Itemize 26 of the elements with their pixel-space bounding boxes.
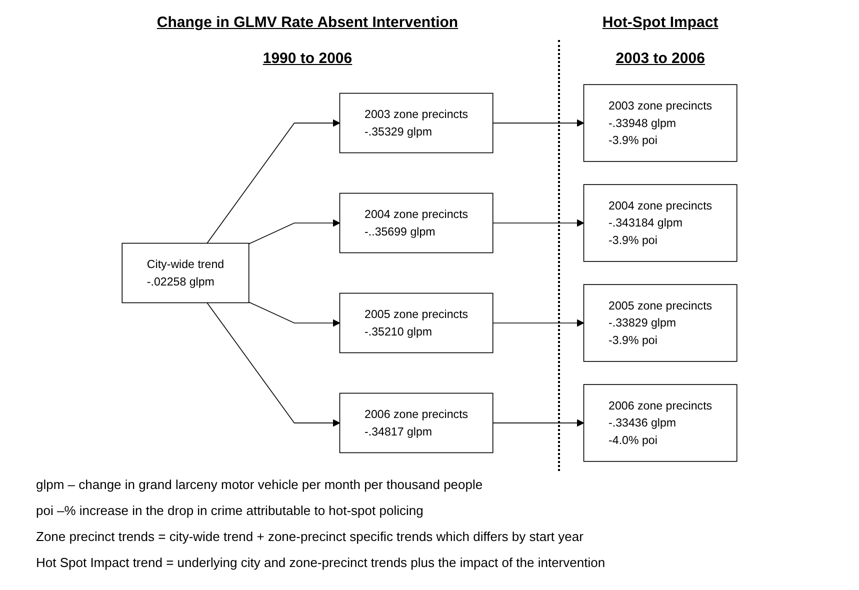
footnote: glpm – change in grand larceny motor vehicle per month per thousand people — [36, 477, 484, 492]
flowchart-diagram: City-wide trend -.02258 glpm 2003 zone precincts -.35329 glpm 2004 zone precincts -..35699 glpm 2005 zone precincts -.35210 glpm 2006 zone precincts -.34817 glpm 2003 zone precincts -.33948 glpm -3.9% poi 2004 zone precincts -.343184 glpm -3.9% poi 2005 zone precincts -.33829 glpm -3.9% poi 2006 zone precincts -.33436 glpm -4.0% poi — [0, 78, 859, 468]
node-box — [339, 92, 494, 154]
node-box — [122, 242, 250, 304]
arrow — [248, 219, 340, 244]
section-heading: Change in GLMV Rate Absent Intervention — [156, 14, 458, 31]
arrow — [248, 302, 340, 327]
footnote: Zone precinct trends = city-wide trend + zone-precinct specific trends which differs by start year — [36, 529, 584, 544]
footnote: Hot Spot Impact trend = underlying city and zone-precinct trends plus the impact of the intervention — [36, 555, 606, 570]
footnote: poi –% increase in the drop in crime attributable to hot-spot policing — [36, 503, 424, 518]
section-heading: Hot-Spot Impact — [602, 14, 718, 31]
node-box — [583, 84, 738, 162]
node-box — [583, 184, 738, 262]
arrow — [492, 319, 584, 327]
arrow — [206, 119, 340, 244]
section-subheading: 2003 to 2006 — [616, 50, 705, 67]
node-box — [339, 192, 494, 254]
arrow — [206, 302, 340, 427]
node-box — [339, 392, 494, 454]
node-box — [339, 292, 494, 354]
node-box — [583, 284, 738, 362]
arrow — [492, 419, 584, 427]
node-box — [583, 384, 738, 462]
arrow — [492, 219, 584, 227]
section-subheading: 1990 to 2006 — [262, 50, 352, 67]
arrow — [492, 119, 584, 127]
